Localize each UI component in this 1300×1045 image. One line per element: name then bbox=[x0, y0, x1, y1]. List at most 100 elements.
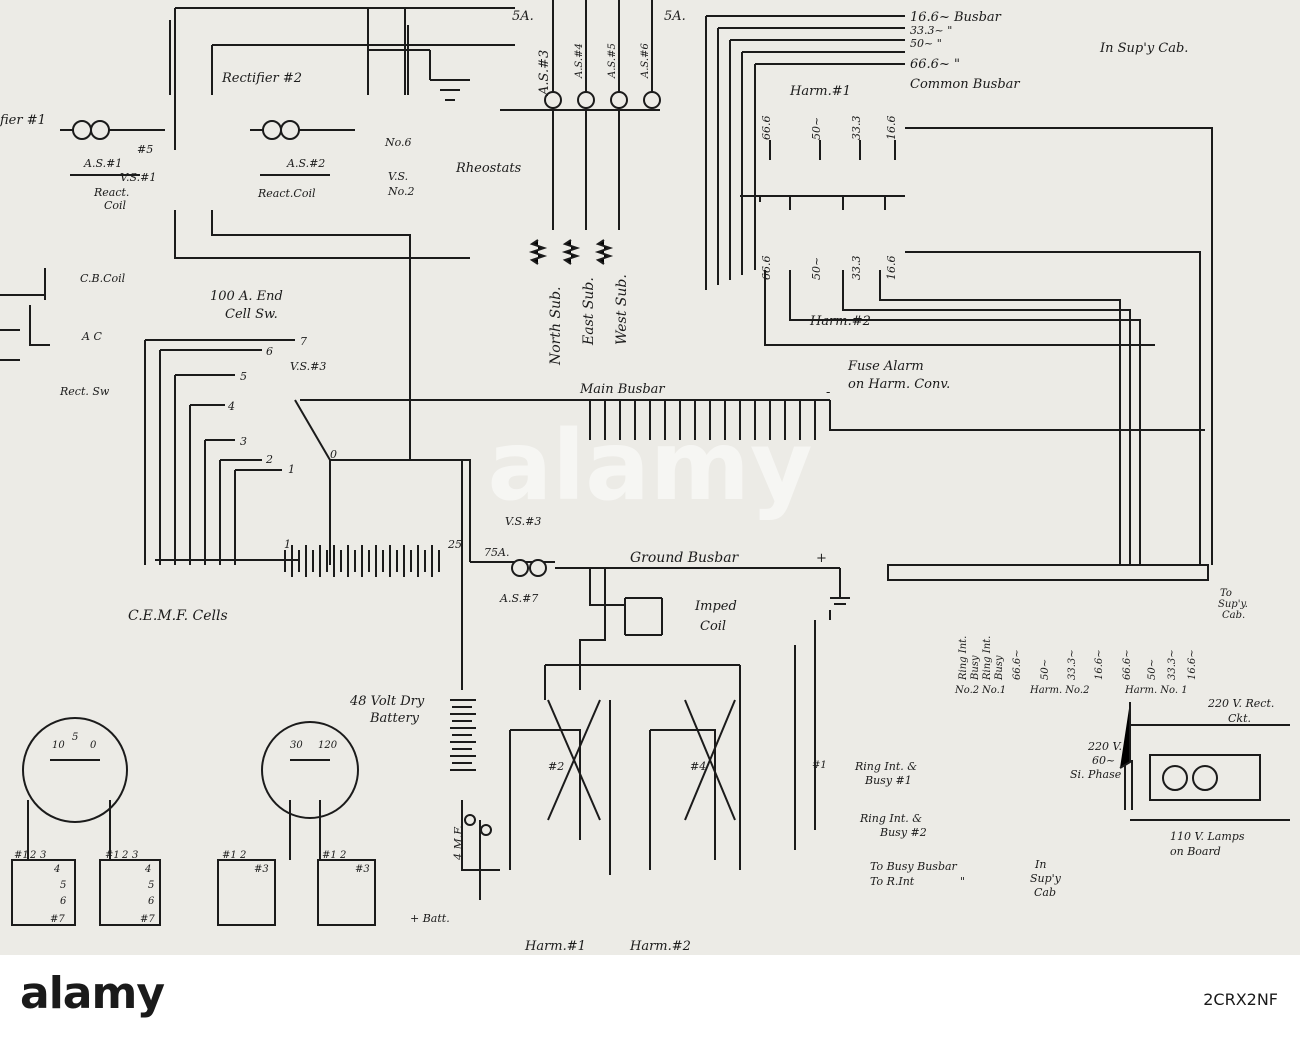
label-harm-bottom-2: Harm.#2 bbox=[629, 939, 691, 954]
label-ring-busy-2a: Ring Int. & bbox=[859, 812, 922, 825]
freq-66-top: 66.6 bbox=[760, 116, 773, 141]
label-to: To bbox=[1220, 588, 1232, 599]
label-fuse-alarm-1: Fuse Alarm bbox=[847, 359, 924, 374]
term-label-8: 16.6~ bbox=[1094, 649, 1105, 680]
label-cell-25: 25 bbox=[447, 538, 462, 551]
label-react-coil-1a: React. bbox=[93, 186, 129, 199]
freq-50-bottom: 50~ bbox=[810, 257, 823, 280]
label-as4: A.S.#4 bbox=[574, 43, 585, 79]
sel-d-3: #3 bbox=[355, 864, 370, 875]
label-vs-no2b: No.2 bbox=[387, 185, 415, 198]
label-sw1: #1 bbox=[812, 760, 827, 771]
label-harm1: Harm.#1 bbox=[789, 84, 851, 99]
term-label-1: Ring Int. bbox=[958, 636, 969, 681]
label-harm2: Harm.#2 bbox=[809, 314, 871, 329]
label-60hz: 60~ bbox=[1092, 754, 1115, 767]
sel-b-6: 6 bbox=[148, 896, 155, 907]
label-batt: + Batt. bbox=[410, 912, 450, 925]
sel-a-3: 3 bbox=[40, 850, 46, 861]
image-id: 2CRX2NF bbox=[1203, 990, 1278, 1009]
meter-left-scale-0: 10 bbox=[52, 740, 65, 751]
sel-b-2: 2 bbox=[121, 850, 128, 861]
label-vs1: V.S.#1 bbox=[120, 171, 156, 184]
label-sw2: #2 bbox=[548, 760, 564, 773]
label-sw4: #4 bbox=[690, 760, 706, 773]
label-vs3-top: V.S.#3 bbox=[290, 360, 326, 373]
term-label-9: 66.6~ bbox=[1122, 649, 1133, 680]
freq-66-bottom: 66.6 bbox=[760, 256, 773, 281]
term-group-no2: No.2 bbox=[954, 685, 979, 696]
term-group-harm1: Harm. No. 1 bbox=[1124, 685, 1188, 696]
term-label-2: Busy bbox=[970, 655, 981, 681]
label-as1: A.S.#1 bbox=[83, 157, 122, 170]
sel-b-3: 3 bbox=[132, 850, 138, 861]
label-lamps-1: 110 V. Lamps bbox=[1170, 830, 1245, 843]
sel-d-1: #1 bbox=[322, 850, 337, 861]
cell-num-3: 3 bbox=[240, 435, 247, 448]
label-4mf: 4 M.F. bbox=[452, 825, 465, 861]
label-in-supy-1: In bbox=[1034, 858, 1046, 871]
freq-33-bottom: 33.3 bbox=[850, 256, 863, 281]
label-as6: A.S.#6 bbox=[640, 43, 651, 79]
label-5a-right: 5A. bbox=[664, 9, 686, 24]
label-ground-plus: + bbox=[816, 551, 827, 566]
label-react-coil-1b: Coil bbox=[104, 199, 127, 212]
label-react-coil-2: React.Coil bbox=[257, 187, 316, 200]
freq-16-top: 16.6 bbox=[885, 116, 898, 141]
label-as7: A.S.#7 bbox=[499, 592, 538, 605]
term-label-6: 50~ bbox=[1040, 659, 1051, 680]
sel-b-5: 5 bbox=[148, 880, 154, 891]
label-as5: A.S.#5 bbox=[607, 43, 618, 79]
label-vs3-mid: V.S.#3 bbox=[505, 515, 541, 528]
label-rect-ckt-2: Ckt. bbox=[1228, 712, 1251, 725]
sel-a-5: 5 bbox=[60, 880, 66, 891]
sel-d-2: 2 bbox=[339, 850, 346, 861]
sel-a-7: #7 bbox=[50, 914, 65, 925]
label-as2: A.S.#2 bbox=[286, 157, 325, 170]
sel-c-1: #1 bbox=[222, 850, 237, 861]
label-rheostats: Rheostats bbox=[455, 161, 522, 176]
label-phase: Si. Phase bbox=[1070, 768, 1122, 781]
label-to-rint: To R.Int bbox=[870, 875, 915, 888]
label-busbar-66: 66.6~ " bbox=[910, 57, 960, 72]
cell-num-5: 5 bbox=[240, 370, 247, 383]
term-group-harm2: Harm. No.2 bbox=[1029, 685, 1089, 696]
sel-a-2: 2 bbox=[29, 850, 36, 861]
cell-num-2: 2 bbox=[265, 453, 273, 466]
meter-right-scale-0: 30 bbox=[290, 740, 303, 751]
freq-50-top: 50~ bbox=[810, 117, 823, 140]
label-cemf: C.E.M.F. Cells bbox=[128, 608, 228, 624]
term-label-4: Busy bbox=[994, 655, 1005, 681]
label-west-sub: West Sub. bbox=[614, 274, 630, 345]
label-num5: #5 bbox=[137, 143, 153, 156]
label-busbar-33: 33.3~ " bbox=[910, 24, 952, 37]
label-end-cell-sw-1: 100 A. End bbox=[210, 289, 283, 304]
wiring-diagram: 5A. 5A. A.S.#3 A.S.#4 A.S.#5 A.S.#6 Rect… bbox=[0, 0, 1300, 955]
label-imped-2: Coil bbox=[700, 619, 726, 634]
sel-b-7: #7 bbox=[140, 914, 155, 925]
label-as3: A.S.#3 bbox=[537, 50, 552, 96]
cell-num-7: 7 bbox=[300, 335, 307, 348]
label-ditto: " bbox=[960, 875, 965, 888]
meter-right-scale-1: 120 bbox=[318, 740, 338, 751]
label-in-supy-3: Cab bbox=[1034, 886, 1056, 899]
label-220v: 220 V. bbox=[1087, 740, 1122, 753]
label-common-busbar: Common Busbar bbox=[910, 77, 1020, 92]
label-rectifier-2: Rectifier #2 bbox=[221, 71, 302, 86]
label-dry-2: Battery bbox=[369, 711, 420, 726]
label-dry-1: 48 Volt Dry bbox=[349, 694, 425, 709]
label-supy: Sup'y. bbox=[1218, 599, 1248, 610]
sel-b-1: #1 bbox=[105, 850, 120, 861]
label-rect-sw: Rect. Sw bbox=[59, 385, 110, 398]
label-cab: Cab. bbox=[1222, 610, 1245, 621]
label-ground-busbar: Ground Busbar bbox=[630, 550, 740, 566]
label-in-supy-cab: In Sup'y Cab. bbox=[1099, 41, 1188, 56]
freq-33-top: 33.3 bbox=[850, 116, 863, 141]
label-north-sub: North Sub. bbox=[548, 287, 564, 366]
sel-c-2: 2 bbox=[239, 850, 246, 861]
meter-left-scale-2: 0 bbox=[90, 740, 97, 751]
label-ring-busy-1a: Ring Int. & bbox=[854, 760, 917, 773]
term-label-5: 66.6~ bbox=[1012, 649, 1023, 680]
label-busbar-50: 50~ " bbox=[910, 37, 942, 50]
